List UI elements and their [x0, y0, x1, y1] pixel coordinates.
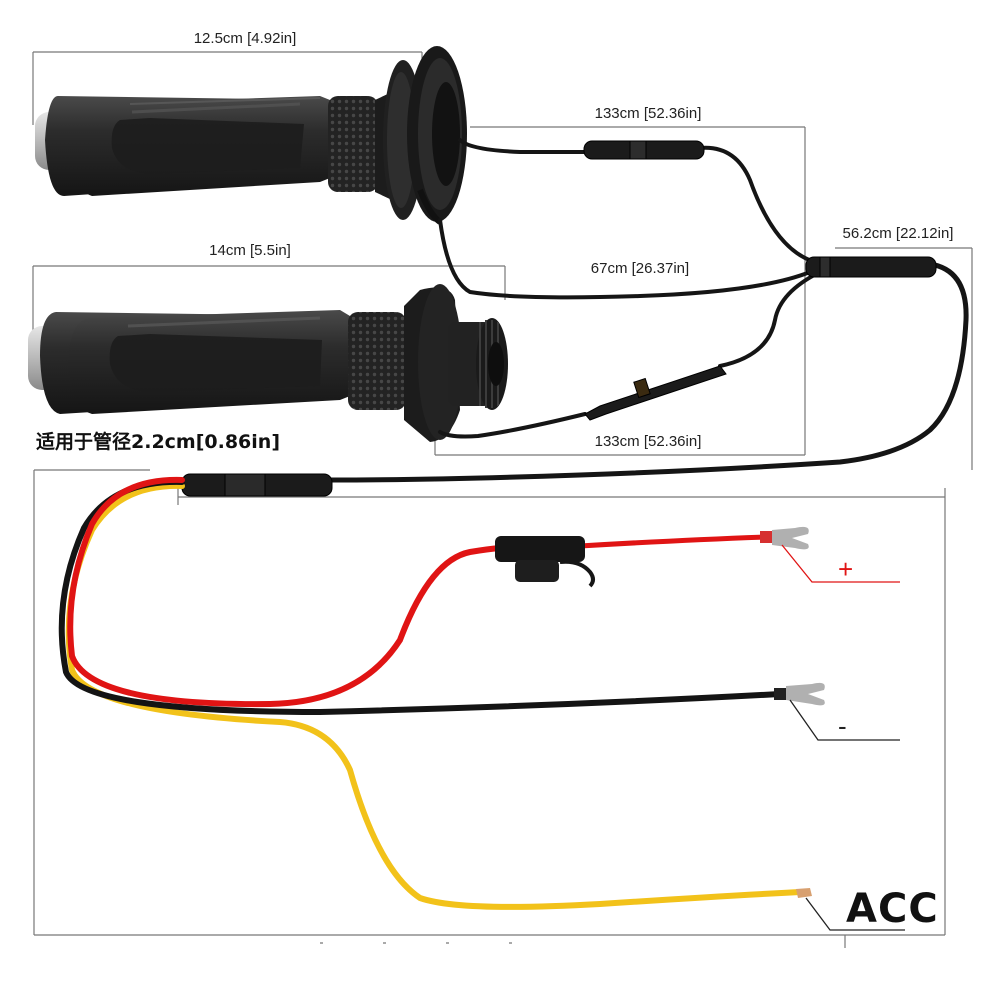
tube-diameter-label: 适用于管径2.2cm[0.86in]	[36, 430, 280, 453]
cable-connectors	[181, 140, 937, 497]
grip-top-length-label: 12.5cm [4.92in]	[194, 30, 297, 47]
bottom-heated-grip	[28, 284, 508, 442]
dimension-lines	[32, 51, 973, 948]
cable-main-label: 56.2cm [22.12in]	[843, 225, 954, 242]
negative-terminal-label: -	[838, 711, 847, 741]
cable-middle-label: 67cm [26.37in]	[591, 260, 689, 277]
red-positive-wire	[67, 476, 503, 708]
inline-fuse-holder	[495, 536, 595, 588]
grip-bottom-length-label: 14cm [5.5in]	[209, 242, 291, 259]
cable-top-label: 133cm [52.36in]	[595, 105, 702, 122]
terminal-leader-lines	[781, 544, 905, 931]
positive-terminal-label: +	[838, 554, 853, 584]
top-heated-grip	[35, 46, 467, 225]
black-negative-wire	[58, 478, 783, 716]
grip-harness-cables	[327, 138, 969, 483]
acc-terminal-label: ACC	[846, 886, 939, 932]
cable-bottom-label: 133cm [52.36in]	[595, 433, 702, 450]
wire-terminals	[760, 526, 825, 898]
power-wires	[58, 476, 803, 910]
